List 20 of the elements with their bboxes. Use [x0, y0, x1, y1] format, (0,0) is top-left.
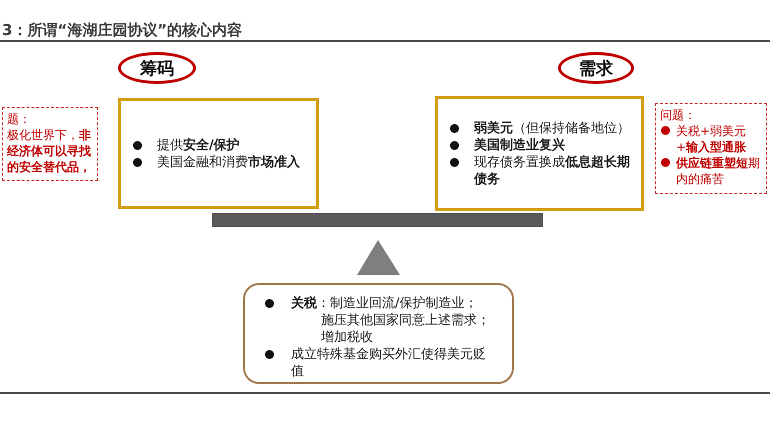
text-box — [435, 96, 644, 211]
bullet-item: 关税：制造业回流/保护制造业；施压其他国家同意上述需求；增加税收 — [291, 295, 491, 346]
bullet-item: 成立特殊基金购买外汇使得美元贬值 — [291, 346, 487, 380]
bullet-item: 关税+弱美元+输入型通胀 — [676, 123, 748, 155]
note-heading: 问题： — [660, 107, 697, 123]
note-heading: 题： — [7, 111, 32, 127]
note-box — [655, 103, 767, 194]
text-box — [118, 98, 319, 209]
bullet-item: 美国金融和消费市场准入 — [157, 154, 301, 170]
note-text: 极化世界下，非经济体可以寻找的安全替代品， — [7, 127, 92, 175]
bullet-item: 弱美元（但保持储备地位） — [474, 120, 631, 136]
bullet-item: 美国制造业复兴 — [474, 136, 566, 154]
label-ellipse: 需求 — [558, 52, 634, 84]
text-box — [243, 283, 514, 384]
bullet-item: 提供安全/保护 — [157, 136, 241, 154]
label-ellipse: 筹码 — [118, 52, 196, 84]
bullet-item: 供应链重塑短期内的痛苦 — [676, 155, 761, 187]
bullet-item: 现存债务置换成低息超长期债务 — [474, 154, 631, 188]
note-box — [2, 107, 98, 181]
figure-title: 3：所谓“海湖庄园协议”的核心内容 — [2, 21, 242, 40]
